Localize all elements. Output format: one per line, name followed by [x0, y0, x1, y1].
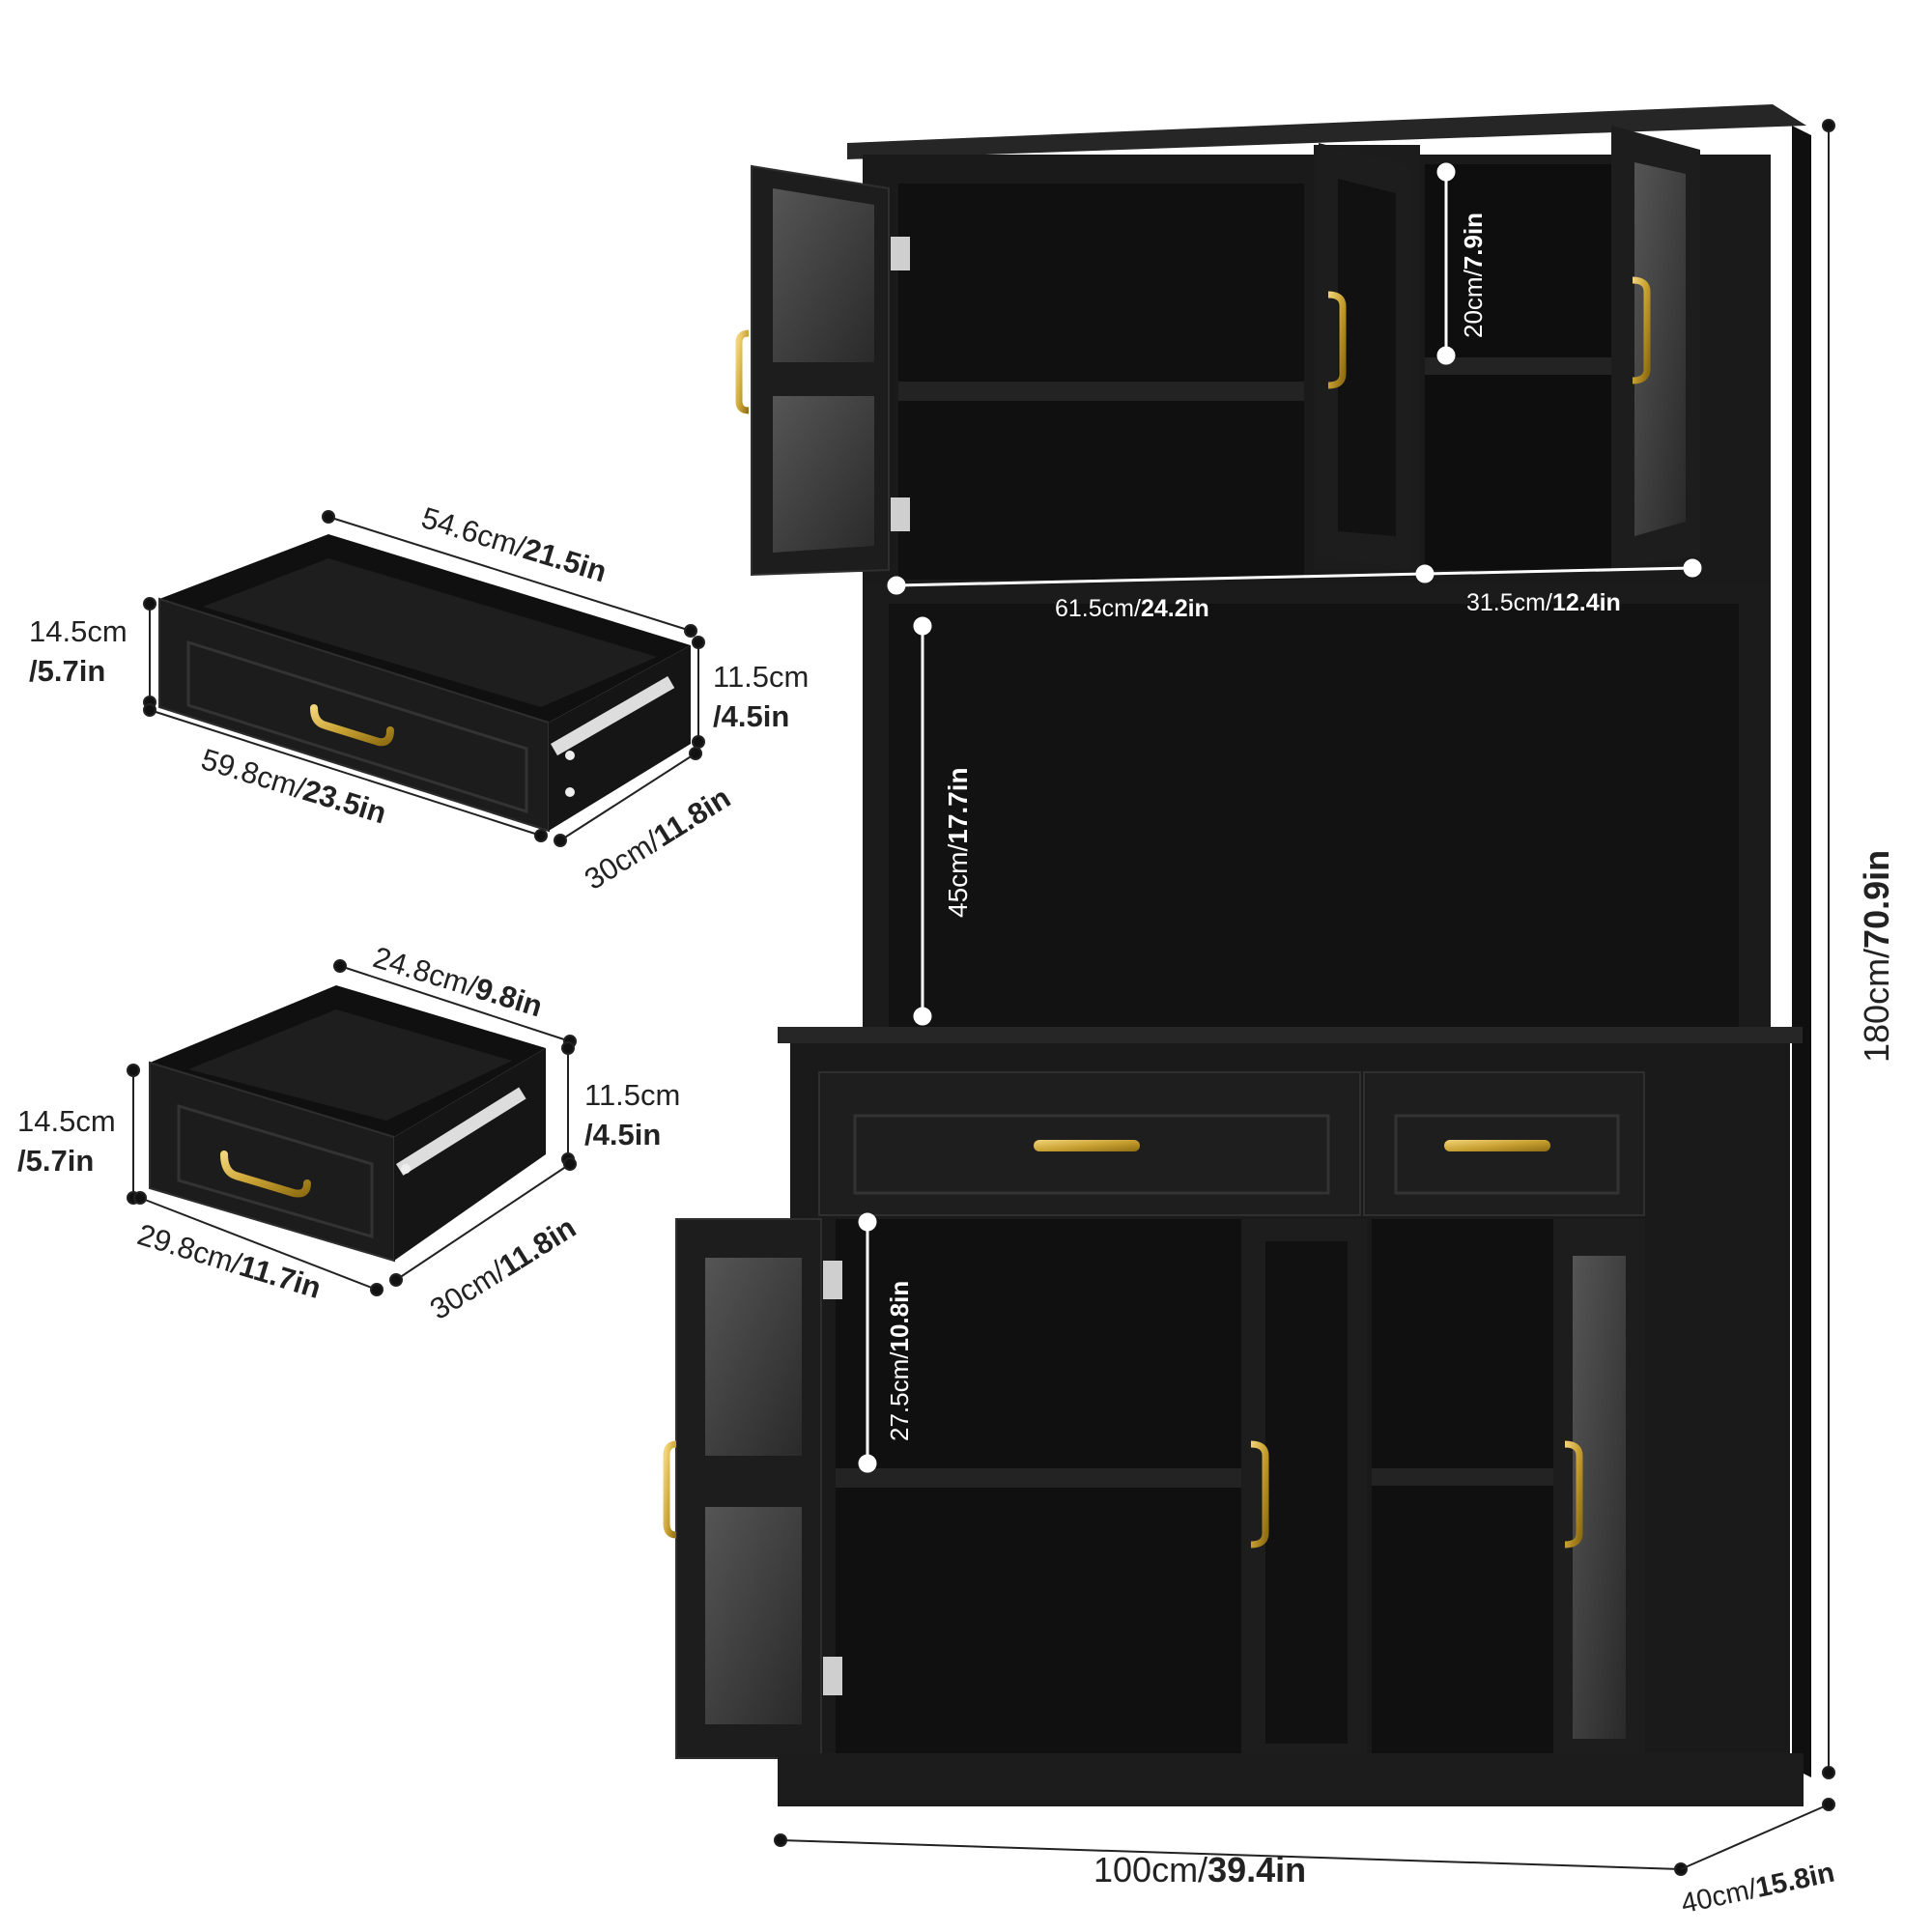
small-drawer-dimension-lines: [127, 959, 577, 1296]
total-height-in: 70.9in: [1857, 849, 1896, 949]
upper-left-width-in: 24.2in: [1140, 595, 1209, 622]
small-drawer-front-height-in: /5.7in: [17, 1144, 95, 1178]
upper-left-width-label: 61.5cm/24.2in: [1055, 597, 1209, 621]
open-shelf-height-cm: 45cm/: [943, 843, 973, 918]
large-drawer-inner-height-cm: 11.5cm: [713, 660, 810, 694]
small-drawer-inner-height-label: 11.5cm /4.5in: [584, 1080, 680, 1150]
small-drawer: [149, 985, 546, 1263]
upper-right-width-cm: 31.5cm/: [1466, 589, 1552, 616]
large-drawer-dimension-lines: [143, 510, 705, 847]
large-drawer: [158, 534, 691, 833]
large-drawer-inner-height-in: /4.5in: [713, 699, 790, 733]
total-width-cm: 100cm/: [1094, 1850, 1208, 1889]
lower-shelf-height-in: 10.8in: [885, 1280, 914, 1352]
large-drawer-front-height-cm: 14.5cm: [29, 614, 128, 648]
upper-right-width-in: 12.4in: [1551, 589, 1621, 616]
upper-shelf-height-in: 7.9in: [1459, 212, 1488, 270]
upper-shelf-height-label: 20cm/7.9in: [1459, 212, 1488, 338]
small-drawer-front-height-label: 14.5cm /5.7in: [17, 1106, 116, 1176]
small-drawer-inner-height-cm: 11.5cm: [584, 1078, 681, 1112]
hutch-cabinet: [663, 104, 1811, 1806]
lower-shelf-height-cm: 27.5cm/: [885, 1351, 914, 1442]
total-height-label: 180cm/70.9in: [1857, 849, 1896, 1063]
open-shelf-height-label: 45cm/17.7in: [943, 767, 973, 918]
total-width-label: 100cm/39.4in: [1094, 1853, 1306, 1888]
lower-shelf-height-label: 27.5cm/10.8in: [885, 1280, 914, 1442]
open-shelf-height-in: 17.7in: [943, 767, 973, 844]
cabinet-inner-dimension-lines: [858, 162, 1702, 1473]
upper-shelf-height-cm: 20cm/: [1459, 270, 1488, 338]
upper-left-width-cm: 61.5cm/: [1055, 595, 1141, 622]
upper-right-width-label: 31.5cm/12.4in: [1466, 591, 1621, 615]
total-height-cm: 180cm/: [1857, 948, 1896, 1063]
large-drawer-inner-height-label: 11.5cm /4.5in: [713, 662, 809, 731]
large-drawer-front-height-in: /5.7in: [29, 654, 106, 688]
large-drawer-front-height-label: 14.5cm /5.7in: [29, 616, 128, 686]
small-drawer-front-height-cm: 14.5cm: [17, 1104, 116, 1138]
total-width-in: 39.4in: [1208, 1850, 1307, 1889]
small-drawer-inner-height-in: /4.5in: [584, 1118, 662, 1151]
cabinet-dimension-lines: [774, 119, 1835, 1876]
